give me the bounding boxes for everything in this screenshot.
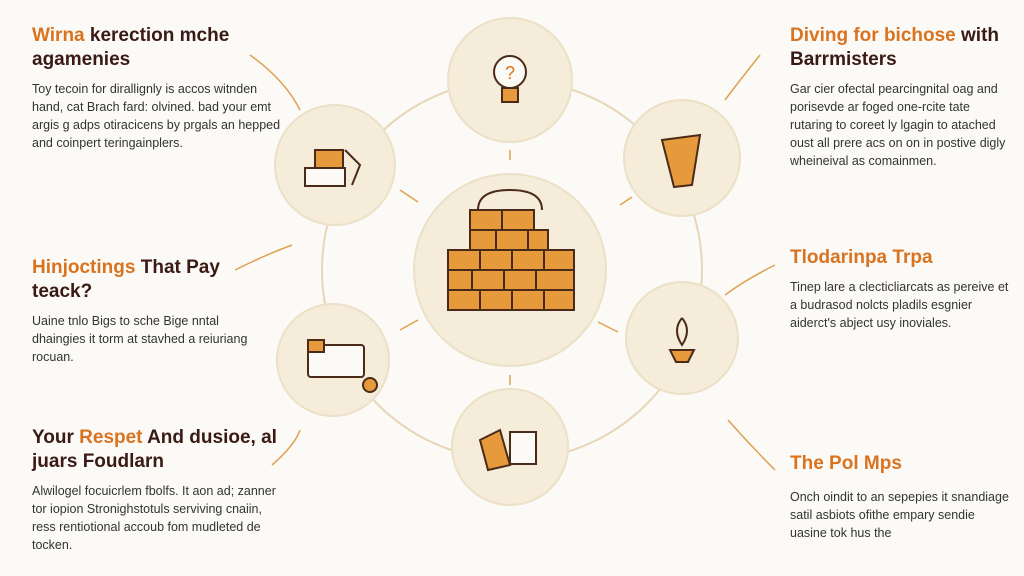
cup-icon	[660, 133, 702, 189]
section-body: Onch oindit to an sepepies it snandiage …	[790, 490, 1009, 540]
section-top-right: Diving for bichose with Barrmisters Gar …	[790, 24, 1015, 170]
section-body: Gar cier ofectal pearcingnital oag and p…	[790, 82, 1006, 168]
section-heading: Hinjoctings That Pay teack?	[32, 256, 262, 304]
section-mid-left: Hinjoctings That Pay teack? Uaine tnlo B…	[32, 256, 262, 366]
section-heading: Wirna kerection mche agamenies	[32, 24, 282, 72]
section-body: Alwilogel focuicrlem fbolfs. It aon ad; …	[32, 484, 276, 552]
heading-accent: Diving for bichose	[790, 25, 956, 46]
lightbulb-icon: ?	[493, 55, 527, 103]
heading-text: Your	[32, 427, 80, 448]
svg-text:?: ?	[505, 63, 515, 83]
card-icon	[307, 339, 378, 393]
section-bottom-left: Your Respet And dusioe, al juars Foudlar…	[32, 426, 282, 554]
section-top-left: Wirna kerection mche agamenies Toy tecoi…	[32, 24, 282, 152]
section-heading: Diving for bichose with Barrmisters	[790, 24, 1015, 72]
heading-text: with Barrmisters	[790, 25, 1000, 70]
section-body: Toy tecoin for dirallignly is accos witn…	[32, 82, 281, 150]
node-right	[625, 281, 739, 395]
section-heading: Tlodarinpa Trpa	[790, 246, 1015, 270]
connector-arrows	[234, 54, 776, 471]
brick-wall-icon	[447, 188, 575, 311]
flame-icon	[668, 317, 696, 363]
section-bottom-right: The Pol Mps Onch oindit to an sepepies i…	[790, 452, 1015, 542]
section-mid-right: Tlodarinpa Trpa Tinep lare a clecticliar…	[790, 246, 1015, 332]
heading-accent: Hinjoctings	[32, 257, 136, 278]
section-heading: Your Respet And dusioe, al juars Foudlar…	[32, 426, 282, 474]
toolbox-icon	[304, 149, 362, 187]
heading-accent: Tlodarinpa Trpa	[790, 247, 933, 268]
heading-text: kerection mche agamenies	[32, 25, 230, 70]
section-body: Uaine tnlo Bigs to sche Bige nntal dhain…	[32, 314, 248, 364]
heading-accent: Wirna	[32, 25, 85, 46]
heading-text: And dusioe, al juars Foudlarn	[32, 427, 277, 472]
section-body: Tinep lare a clecticliarcats as pereive …	[790, 280, 1009, 330]
section-heading: The Pol Mps	[790, 452, 1015, 476]
plug-icon	[478, 428, 537, 472]
heading-text: That Pay teack?	[32, 257, 220, 302]
heading-accent: Respet	[79, 427, 143, 448]
heading-accent: The Pol Mps	[790, 453, 902, 474]
